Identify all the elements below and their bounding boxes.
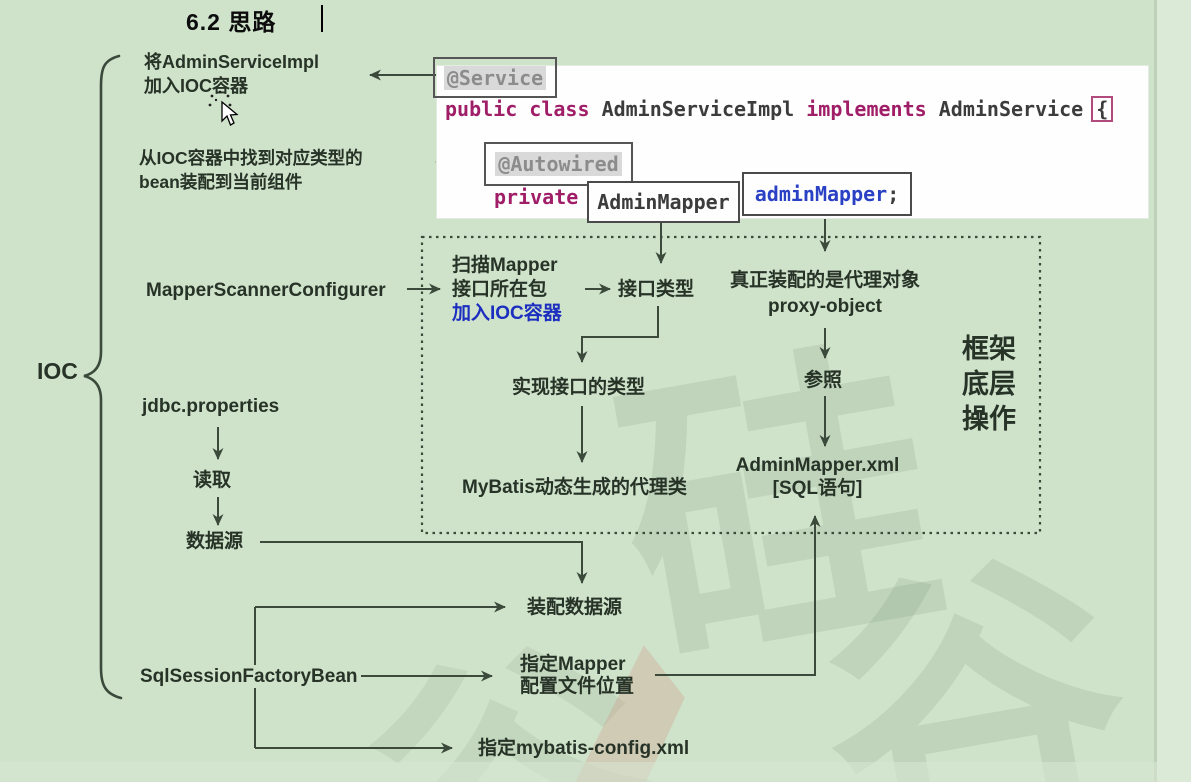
arrow-interface-to-impl xyxy=(576,306,659,363)
note-autowired-line2: bean装配到当前组件 xyxy=(139,172,303,192)
keyword-implements: implements xyxy=(806,97,927,121)
keyword-class: class xyxy=(529,97,590,121)
page-title: 6.2 思路 xyxy=(186,9,277,35)
scan-mapper-line2: 接口所在包 xyxy=(452,279,548,300)
video-edge-strip xyxy=(1154,0,1191,782)
note-service-line1: 将AdminServiceImpl xyxy=(144,52,320,72)
field-name: adminMapper xyxy=(754,182,888,206)
sql-session-factory-bean-label: SqlSessionFactoryBean xyxy=(137,665,361,688)
sql-statement-label: [SQL语句] xyxy=(772,478,863,499)
impl-type-label: 实现接口的类型 xyxy=(512,377,646,398)
ioc-label: IOC xyxy=(37,358,78,384)
admin-mapper-xml-label: AdminMapper.xml xyxy=(735,455,900,476)
field-type: AdminMapper xyxy=(597,190,730,214)
bottom-band xyxy=(0,762,1157,782)
specify-mapper-line1: 指定Mapper xyxy=(520,654,626,675)
keyword-public: public xyxy=(445,97,518,121)
proxy-note-line1: 真正装配的是代理对象 xyxy=(729,270,920,291)
proxy-object-label: proxy-object xyxy=(767,296,883,317)
framework-label-line2: 底层 xyxy=(962,369,1016,399)
note-service-line2: 加入IOC容器 xyxy=(144,76,249,96)
field-type-box: AdminMapper xyxy=(587,181,740,223)
class-name: AdminServiceImpl xyxy=(601,97,795,121)
class-declaration-line: public class AdminServiceImpl implements… xyxy=(445,96,1114,122)
datasource-label: 数据源 xyxy=(186,531,244,552)
assemble-datasource-label: 装配数据源 xyxy=(527,597,623,618)
interface-name: AdminService xyxy=(938,97,1084,121)
interface-type-label: 接口类型 xyxy=(618,279,695,300)
specify-mybatis-config-label: 指定mybatis-config.xml xyxy=(478,738,690,759)
autowired-annotation: @Autowired xyxy=(495,152,622,176)
keyword-private: private xyxy=(494,185,579,209)
add-to-ioc-container-label: 加入IOC容器 xyxy=(452,303,562,324)
framework-dashed-box xyxy=(420,235,1042,535)
mouse-cursor xyxy=(208,90,239,126)
mybatis-proxy-label: MyBatis动态生成的代理类 xyxy=(462,477,687,498)
scan-mapper-line1: 扫描Mapper xyxy=(452,255,558,276)
open-brace: { xyxy=(1091,96,1114,122)
service-annotation: @Service xyxy=(443,65,547,90)
autowired-annotation-box: @Autowired xyxy=(484,142,633,186)
semicolon: ; xyxy=(887,182,900,206)
ioc-brace xyxy=(83,54,123,700)
specify-mapper-line2: 配置文件位置 xyxy=(520,676,635,697)
framework-label-line1: 框架 xyxy=(962,334,1016,364)
service-annotation-box: @Service xyxy=(433,57,557,98)
note-autowired-line1: 从IOC容器中找到对应类型的 xyxy=(139,148,363,168)
field-name-box: adminMapper; xyxy=(742,172,912,216)
arrow-datasource-to-assemble xyxy=(260,541,588,584)
jdbc-properties-label: jdbc.properties xyxy=(142,396,280,417)
read-label: 读取 xyxy=(193,470,232,491)
framework-label-line3: 操作 xyxy=(962,404,1016,434)
arrow-specifymapper-to-xml xyxy=(655,515,821,676)
text-caret xyxy=(321,5,323,32)
reference-label: 参照 xyxy=(804,370,843,391)
mapper-scanner-configurer-label: MapperScannerConfigurer xyxy=(146,280,386,301)
